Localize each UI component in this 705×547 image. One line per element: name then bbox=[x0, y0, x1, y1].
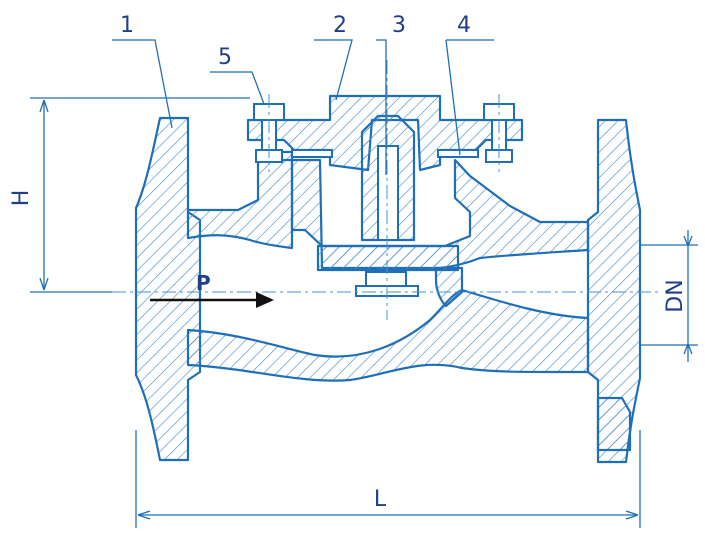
dim-label-dn: DN bbox=[663, 279, 688, 312]
right-lug bbox=[596, 396, 632, 452]
dim-label-l: L bbox=[374, 487, 387, 512]
flow-arrow bbox=[150, 292, 274, 308]
callout-2: 2 bbox=[333, 13, 347, 38]
leader-1 bbox=[112, 39, 173, 129]
gasket-right bbox=[437, 149, 479, 158]
flow-label: P bbox=[196, 271, 211, 295]
dim-l-arrow-right bbox=[625, 510, 639, 520]
dimension-lines bbox=[30, 97, 698, 528]
leader-4 bbox=[445, 39, 494, 156]
gasket-left bbox=[291, 149, 333, 158]
dim-h-arrow-bottom bbox=[39, 277, 49, 291]
callout-5: 5 bbox=[218, 45, 232, 70]
dim-h-arrow-top bbox=[39, 99, 49, 113]
dim-dn-arrow-bottom bbox=[683, 343, 693, 355]
valve-seat bbox=[434, 266, 464, 308]
body-upper-wall-inlet bbox=[186, 150, 294, 250]
leader-lines bbox=[112, 39, 494, 175]
centerlines bbox=[112, 60, 660, 320]
body-lower-wall bbox=[186, 288, 590, 382]
disc-nut bbox=[365, 271, 407, 287]
right-flange bbox=[586, 118, 642, 464]
leader-2 bbox=[314, 39, 353, 101]
dim-l-arrow-left bbox=[137, 510, 151, 520]
dim-label-h: H bbox=[9, 190, 34, 207]
valve-disc bbox=[316, 244, 460, 272]
stem-bore bbox=[377, 145, 399, 241]
dim-dn-arrow-top bbox=[683, 235, 693, 247]
callout-3: 3 bbox=[392, 13, 406, 38]
left-flange bbox=[134, 116, 202, 462]
callout-4: 4 bbox=[457, 13, 471, 38]
callout-1: 1 bbox=[120, 13, 134, 38]
leader-3 bbox=[376, 39, 387, 175]
leader-5 bbox=[210, 71, 265, 105]
